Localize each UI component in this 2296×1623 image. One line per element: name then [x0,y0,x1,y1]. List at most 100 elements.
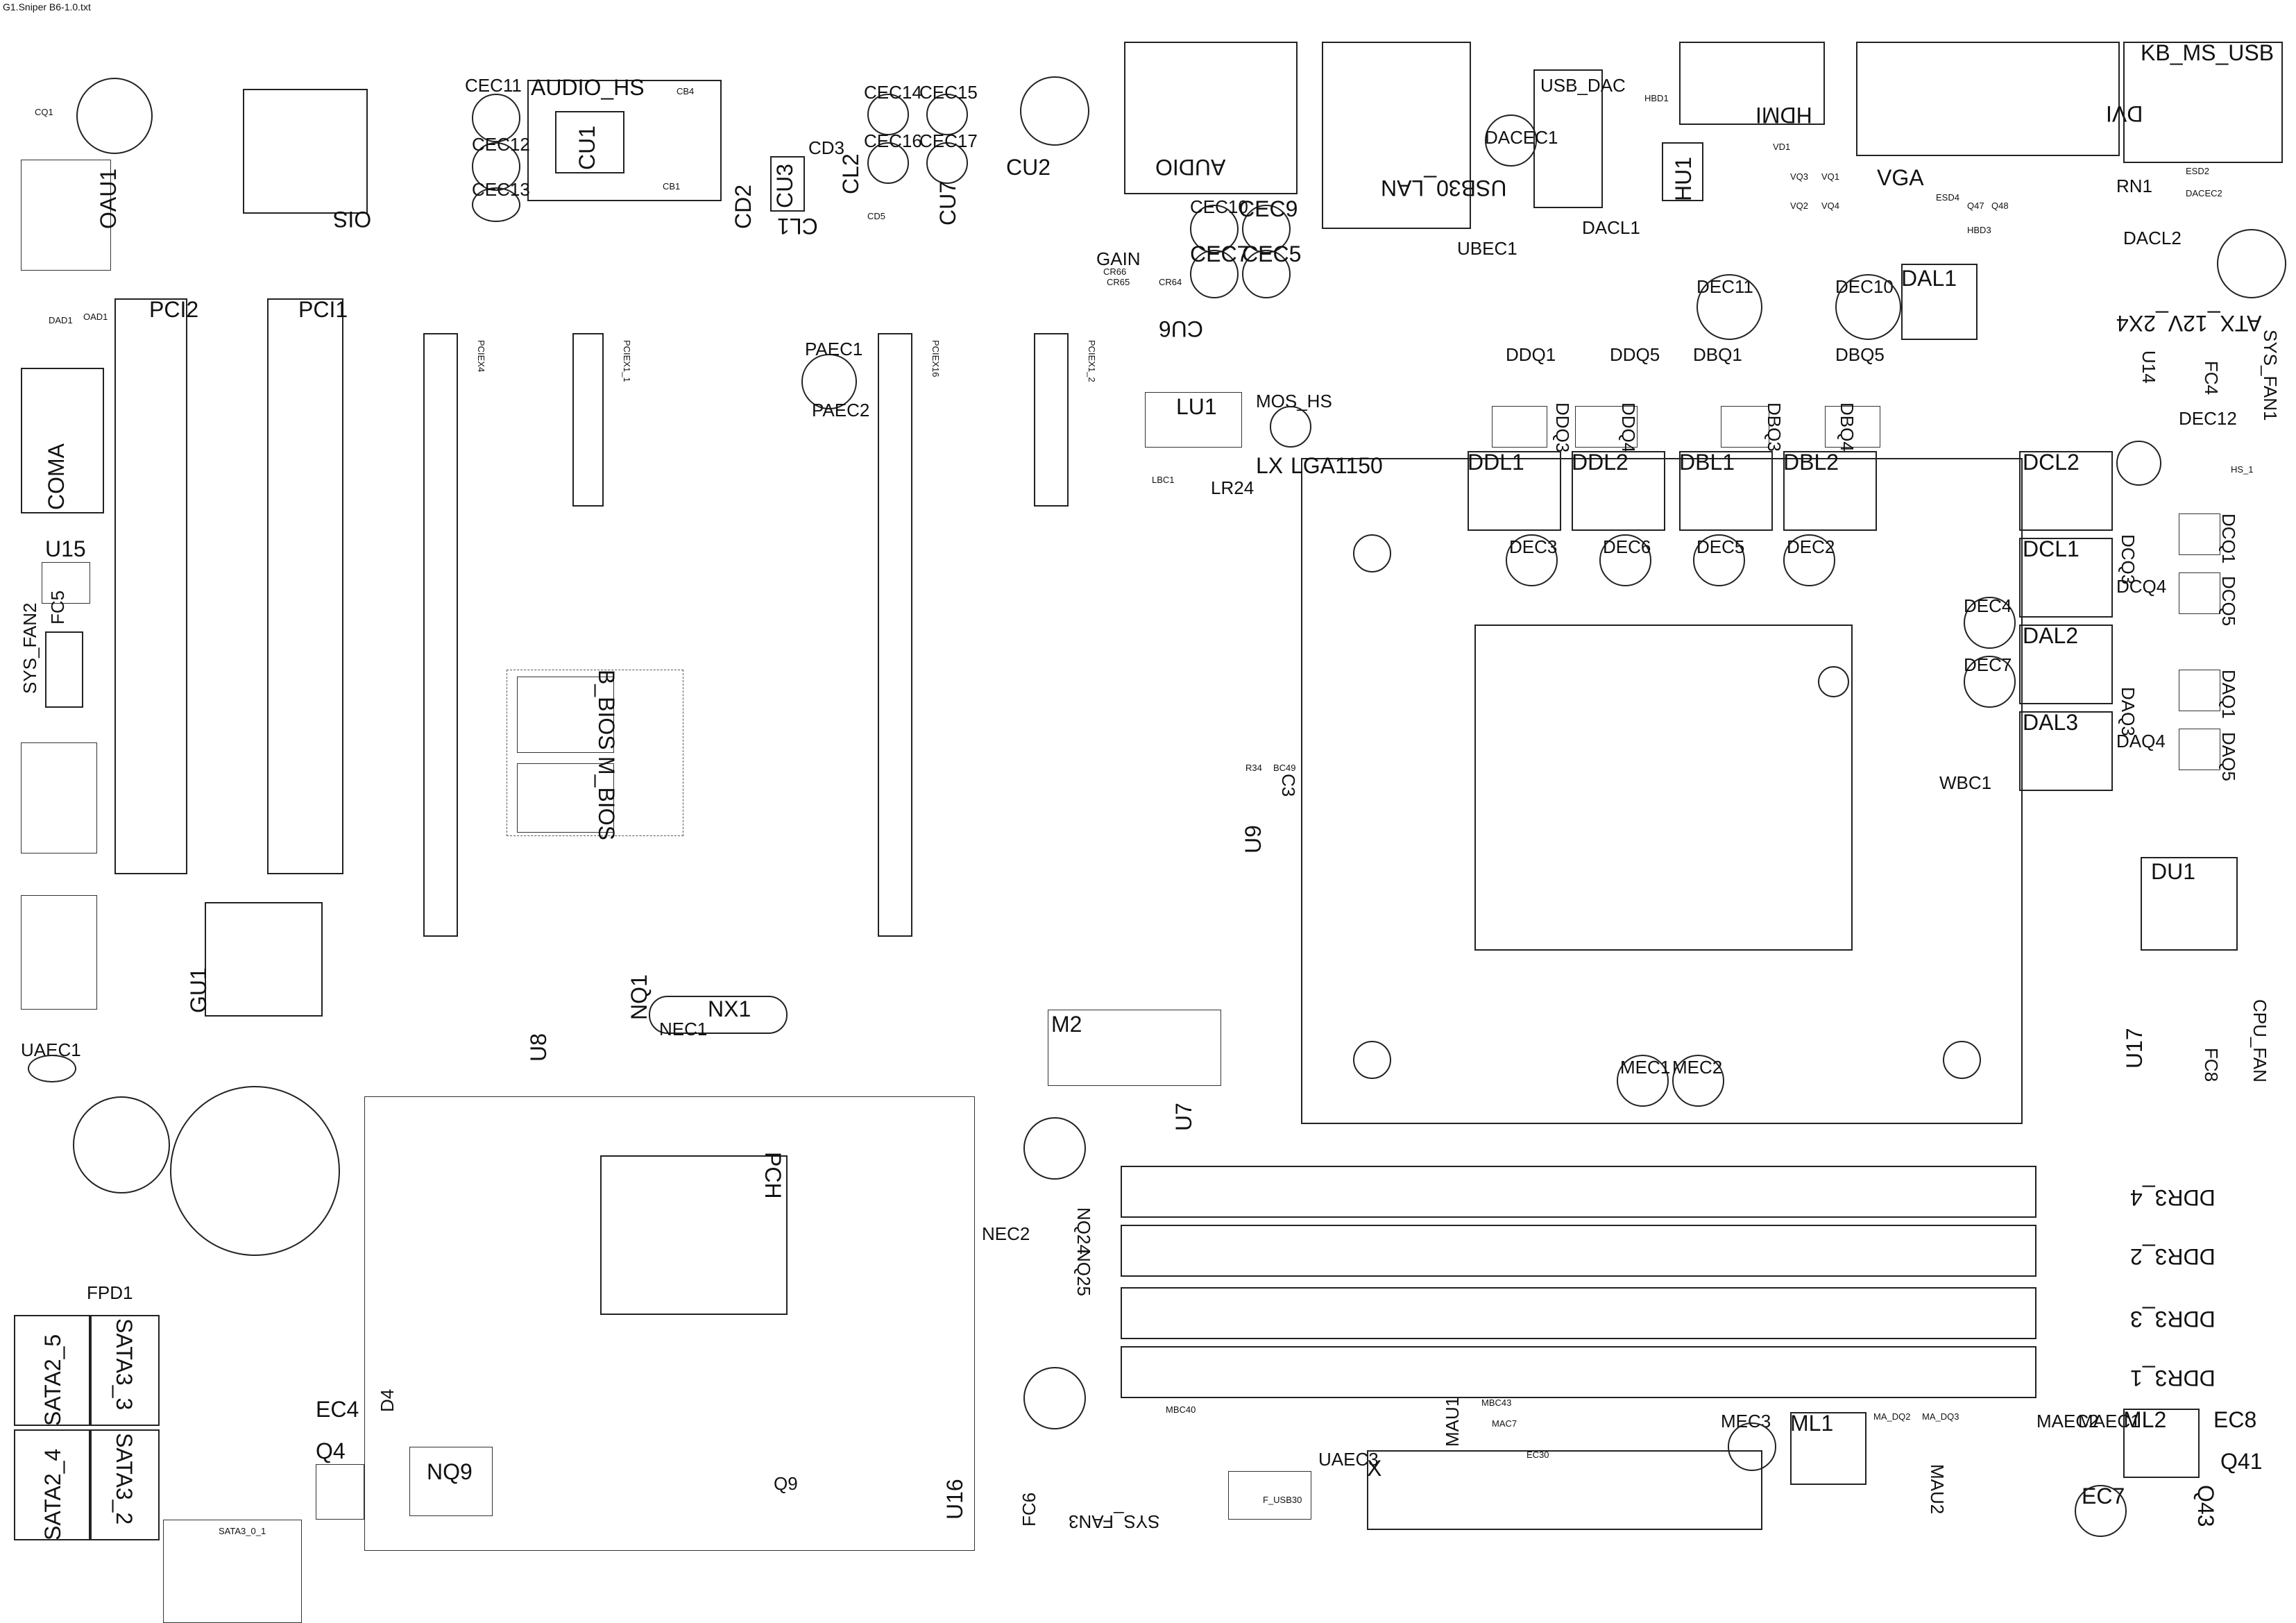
dcq1-block [2179,513,2220,555]
dec10-cap [1835,274,1901,340]
dec7-cap [1964,656,2016,708]
vd1-label: VD1 [1773,142,1791,152]
audio-hs-label: AUDIO_HS [531,75,645,100]
dal1-inductor [1901,264,1978,340]
cb4-label: CB4 [677,86,695,96]
sata2-4-label: SATA2_4 [40,1448,65,1540]
cec11-cap [472,94,520,142]
mau1-label: MAU1 [1442,1396,1463,1447]
dal2-inductor [2019,624,2113,704]
dbq4-label: DBQ4 [1837,402,1857,452]
cec10-label: CEC10 [1190,196,1248,217]
lu1-block [1145,392,1242,448]
cu1-chip [555,111,624,173]
bc49-label: BC49 [1273,763,1296,773]
cec14-label: CEC14 [864,82,922,103]
nx1-label: NX1 [708,996,751,1021]
dbq4-block [1825,406,1880,448]
q41-label: Q41 [2220,1449,2263,1474]
socket-hole-tl [1353,534,1391,572]
mac7-label: MAC7 [1492,1418,1517,1429]
cd5-label: CD5 [867,211,886,221]
mos-hs-circle [1270,406,1311,448]
fc8-label: FC8 [2201,1048,2222,1082]
du1-chip [2141,857,2238,951]
mau2-label: MAU2 [1927,1464,1948,1515]
hbd3-label: HBD3 [1967,225,1991,235]
q4-block [316,1464,364,1520]
c3-label: C3 [1278,774,1299,797]
cu2-label: CU2 [1006,155,1051,180]
cec9-label: CEC9 [1239,196,1298,221]
b-bios-chip [517,677,614,753]
gu1-label: GU1 [186,967,211,1013]
cr66-label: CR66 [1103,266,1127,277]
dacec1-cap [1485,114,1537,167]
mec3-cap [1728,1422,1776,1471]
m2-block [1048,1010,1221,1086]
vq1-label: VQ1 [1821,171,1840,182]
ddr3-2-slot [1121,1225,2036,1277]
cb1-label: CB1 [663,181,681,192]
paec2-label: PAEC2 [812,400,870,420]
ddl1-label: DDL1 [1468,450,1524,475]
dec4-label: DEC4 [1964,595,2012,616]
ddq1-label: DDQ1 [1506,344,1556,365]
vq4-label: VQ4 [1821,201,1840,211]
m-bios-label: M_BIOS [594,756,619,840]
fc6-label: FC6 [1019,1492,1039,1527]
lr24-label: LR24 [1211,477,1255,498]
cec13-cap [472,187,520,222]
nx1-crystal [649,996,788,1034]
dcl1-label: DCL1 [2023,536,2080,561]
dec5-label: DEC5 [1697,536,1745,557]
nec2-cap [1023,1117,1086,1180]
hdmi-port [1679,42,1825,125]
cec5-cap [1242,250,1291,298]
pch-label: PCH [760,1152,785,1199]
cec13-label: CEC13 [472,179,530,200]
cec16-label: CEC16 [864,130,922,151]
ddr3-2-label: DDR3_2 [2130,1244,2216,1269]
nq24-label: NQ24 [1073,1207,1094,1255]
oau1-label: OAU1 [96,168,121,229]
nq1-label: NQ1 [627,974,652,1020]
daq5-label: DAQ5 [2218,732,2239,781]
esd4-label: ESD4 [1936,192,1959,203]
lga-label: LGA1150 [1291,453,1383,478]
nq9-block [409,1447,493,1516]
ec7-cap [2075,1485,2127,1537]
pcie4-slot [423,333,458,937]
u9-label: U9 [1241,825,1266,853]
oad1-label: OAD1 [83,312,108,322]
uaec3-label: UAEC3 [1318,1449,1379,1470]
paec1-label: PAEC1 [805,339,863,359]
sys-fan3-label: SYS_FAN3 [1069,1511,1160,1532]
cu3-chip [770,156,805,212]
cu7-label: CU7 [935,180,960,226]
pcie1-1-label: PCIEX1_1 [622,340,632,382]
cec7-label: CEC7 [1190,241,1250,266]
daq3-label: DAQ3 [2118,687,2138,736]
dec4-cap [1964,597,2016,649]
f-usb2-header [21,742,97,853]
sata2-4-port [14,1429,90,1540]
dacec2-cap [2217,229,2286,298]
pci2-slot [114,298,187,874]
ddq4-block [1575,406,1638,448]
cr64-label: CR64 [1159,277,1182,287]
usb30-lan-label: USB30_LAN [1381,176,1507,201]
daq1-block [2179,670,2220,711]
cu6-label: CU6 [1159,316,1204,341]
q47-label: Q47 [1967,201,1984,211]
pch-chip [600,1155,788,1315]
cl2-label: CL2 [838,153,863,194]
pci2-label: PCI2 [149,297,199,322]
cec16-cap [867,142,909,184]
u7-label: U7 [1171,1103,1196,1131]
ec8-label: EC8 [2213,1407,2257,1432]
du1-label: DU1 [2151,859,2196,884]
dcq4-label: DCQ4 [2116,576,2167,597]
coma-label: COMA [44,443,69,510]
